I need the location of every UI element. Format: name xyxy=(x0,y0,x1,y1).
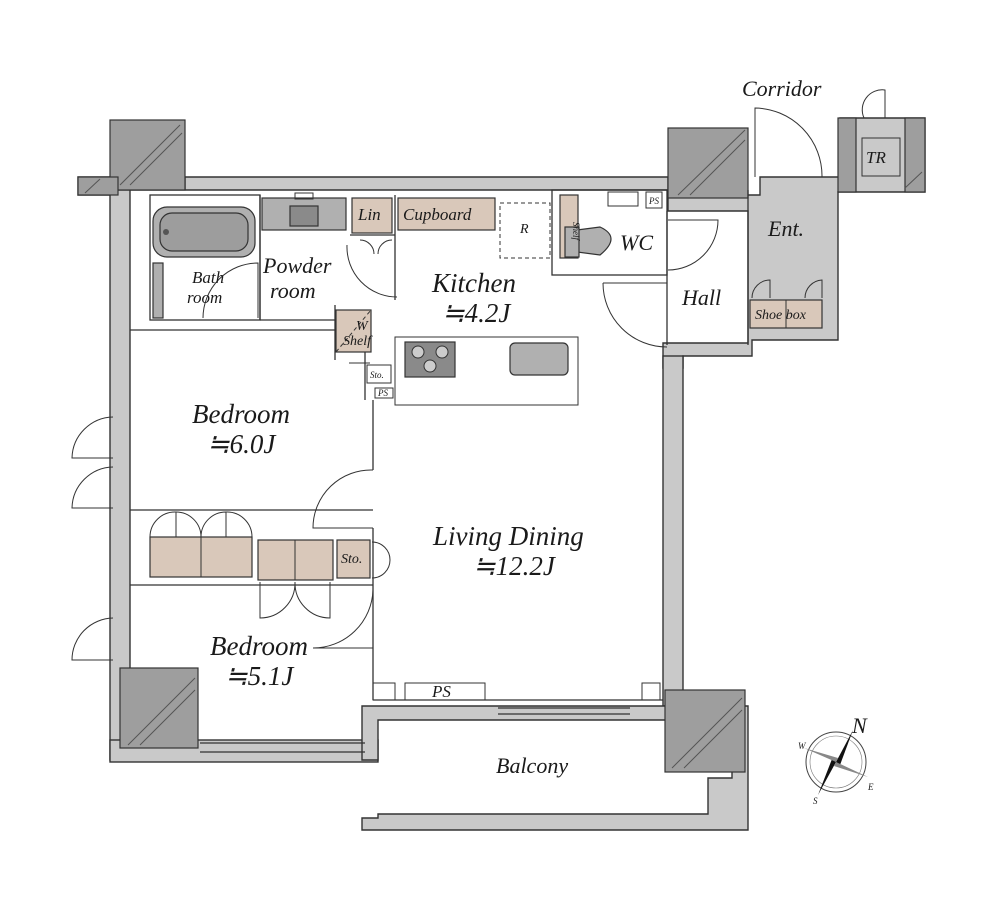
label-wc: WC xyxy=(620,230,653,255)
fixtures xyxy=(152,137,901,753)
label-ps-living: PS xyxy=(431,682,451,701)
label-lin: Lin xyxy=(357,205,381,224)
partitions xyxy=(130,189,749,701)
compass-needle-north xyxy=(836,730,853,765)
columns xyxy=(77,117,926,773)
label-ps-kitchen: PS xyxy=(648,196,659,206)
label-bedroom-1: Bedroom xyxy=(192,399,290,429)
doors xyxy=(71,89,886,661)
label-tr: TR xyxy=(866,148,886,167)
label-corridor: Corridor xyxy=(742,76,822,101)
label-bedroom-2-size: ≒5.1J xyxy=(225,661,295,691)
compass-n: N xyxy=(851,713,868,738)
label-living: Living Dining xyxy=(432,521,584,551)
room-labels: Corridor TR Ent. Hall WC Kitchen ≒4.2J R… xyxy=(187,76,886,778)
label-sto-bedroom: Sto. xyxy=(341,552,362,567)
label-living-size: ≒12.2J xyxy=(473,551,557,581)
compass-needle-west xyxy=(804,748,838,762)
label-powder-room: room xyxy=(270,278,316,303)
compass-needle-east xyxy=(834,762,868,777)
compass: N W E S xyxy=(798,713,874,806)
exterior-walls xyxy=(77,117,926,831)
label-sto-kitchen: Sto. xyxy=(370,370,384,380)
compass-w: W xyxy=(798,741,807,751)
label-shelf-wc: Shelf xyxy=(571,222,581,241)
compass-needle-south xyxy=(818,759,836,795)
compass-e: E xyxy=(867,782,874,792)
label-kitchen: Kitchen xyxy=(431,268,516,298)
label-balcony: Balcony xyxy=(496,753,568,778)
label-bath: Bath xyxy=(192,268,224,287)
label-shoe-box: Shoe box xyxy=(755,308,807,323)
label-hall: Hall xyxy=(681,285,721,310)
label-kitchen-size: ≒4.2J xyxy=(442,298,512,328)
label-ps-small: PS xyxy=(377,388,388,398)
label-bedroom-1-size: ≒6.0J xyxy=(207,429,277,459)
label-cupboard: Cupboard xyxy=(403,205,472,224)
compass-s: S xyxy=(813,796,818,806)
label-refrigerator: R xyxy=(519,222,529,237)
label-bedroom-2: Bedroom xyxy=(210,631,308,661)
label-bath-room: room xyxy=(187,288,222,307)
label-w: W xyxy=(356,319,369,334)
label-w-shelf: Shelf xyxy=(343,334,373,349)
label-ent: Ent. xyxy=(767,216,804,241)
label-powder: Powder xyxy=(262,253,332,278)
